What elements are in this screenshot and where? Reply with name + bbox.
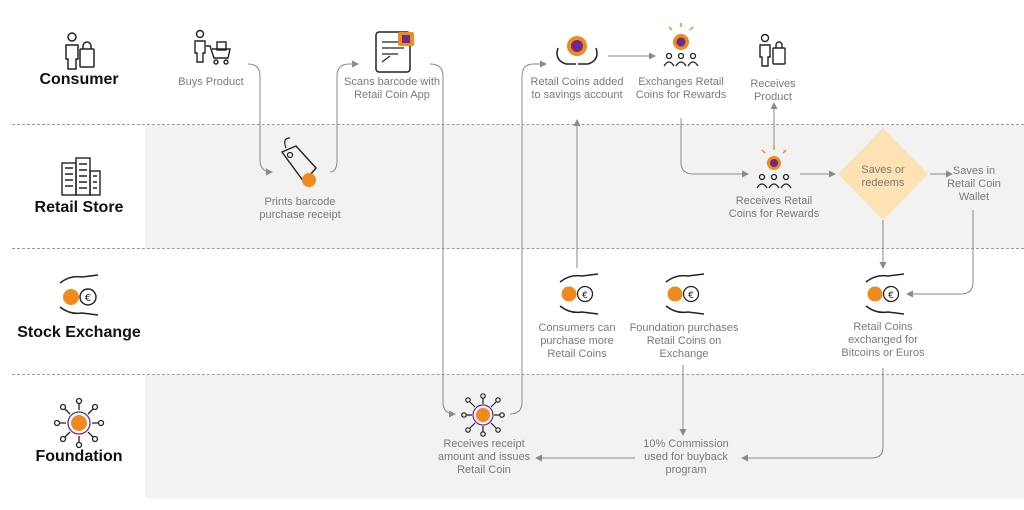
person-cart-icon xyxy=(194,29,231,65)
lane-bg-foundation xyxy=(145,375,1024,498)
decision-diamond xyxy=(838,128,928,220)
buildings-icon xyxy=(61,157,101,196)
coin-exchange-hand-icon: € xyxy=(59,274,99,316)
decision-label: Saves or redeems xyxy=(861,164,905,189)
lane-label-foundation: Foundation xyxy=(35,448,123,465)
lane-divider xyxy=(12,374,1024,375)
person-with-bag-icon xyxy=(759,33,786,67)
node-buys-product: Buys Product xyxy=(178,76,244,88)
node-scans-barcode: Scans barcode with Retail Coin App xyxy=(344,76,440,101)
node-coins-exchanged: Retail Coins exchanged for Bitcoins or E… xyxy=(841,321,925,359)
connector-exchanged-to-commission xyxy=(741,368,884,462)
node-coins-added: Retail Coins added to savings account xyxy=(530,76,624,101)
connector-buys-to-prints xyxy=(247,63,273,176)
lane-label-stock-exchange: Stock Exchange xyxy=(17,324,141,341)
lane-label-retail-store: Retail Store xyxy=(34,199,124,216)
node-receives-receipt: Receives receipt amount and issues Retai… xyxy=(437,438,531,476)
connector-exchanges-to-receives-coins xyxy=(680,118,749,178)
price-tag-icon xyxy=(280,137,317,187)
lane-label-consumer: Consumer xyxy=(39,71,119,88)
person-with-bag-icon xyxy=(65,32,95,70)
svg-text:€: € xyxy=(688,291,694,301)
node-receives-coins: Receives Retail Coins for Rewards xyxy=(728,195,820,220)
lane-divider xyxy=(12,248,1024,249)
node-prints-receipt: Prints barcode purchase receipt xyxy=(259,196,341,221)
connector-prints-to-scans xyxy=(329,60,359,173)
group-coin-icon xyxy=(756,146,792,189)
network-hub-icon xyxy=(53,397,105,449)
node-consumers-purchase: Consumers can purchase more Retail Coins xyxy=(538,322,616,360)
svg-text:€: € xyxy=(85,293,91,304)
node-commission: 10% Commission used for buyback program xyxy=(643,438,729,476)
connector-foundation-to-coins-added xyxy=(509,60,547,415)
network-hub-icon xyxy=(461,393,505,437)
connector-wallet-to-exchange xyxy=(906,210,974,298)
group-coin-icon xyxy=(663,23,699,67)
svg-text:€: € xyxy=(888,291,894,301)
node-foundation-purchases: Foundation purchases Retail Coins on Exc… xyxy=(629,322,739,360)
tablet-scan-icon xyxy=(375,31,414,73)
connector-scans-to-foundation xyxy=(429,63,456,418)
coin-exchange-hand-icon: € xyxy=(559,273,599,315)
node-receives-product: Receives Product xyxy=(750,78,796,103)
coin-exchange-hand-icon: € xyxy=(665,273,705,315)
coin-exchange-hand-icon: € xyxy=(865,273,905,315)
node-saves-wallet: Saves in Retail Coin Wallet xyxy=(947,165,1001,203)
node-exchanges-coins: Exchanges Retail Coins for Rewards xyxy=(635,76,727,101)
lane-divider xyxy=(12,124,1024,125)
svg-text:€: € xyxy=(582,291,588,301)
hands-coin-icon xyxy=(556,36,598,65)
